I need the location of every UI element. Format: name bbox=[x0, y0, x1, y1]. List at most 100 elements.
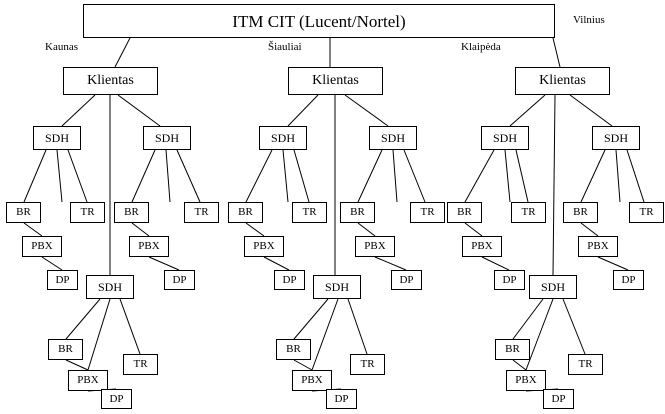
node-sdh-kl2[interactable]: SDH bbox=[592, 126, 640, 150]
edge-33 bbox=[357, 222, 376, 237]
edge-20 bbox=[293, 149, 310, 203]
node-tr-k1[interactable]: TR bbox=[70, 202, 105, 223]
node-tr-k2[interactable]: TR bbox=[184, 202, 219, 223]
node-pbx-s1[interactable]: PBX bbox=[244, 236, 284, 257]
edge-28 bbox=[615, 149, 621, 203]
node-dp-s3[interactable]: DP bbox=[326, 389, 357, 409]
node-dp-k1[interactable]: DP bbox=[47, 270, 78, 290]
node-tr-kl2[interactable]: TR bbox=[629, 202, 664, 223]
edge-23 bbox=[403, 149, 426, 203]
node-root-itm-cit[interactable]: ITM CIT (Lucent/Nortel) bbox=[83, 4, 555, 38]
edge-42 bbox=[65, 298, 101, 340]
edge-46 bbox=[311, 298, 339, 371]
edge-18 bbox=[245, 149, 273, 203]
edge-13 bbox=[56, 149, 63, 203]
edge-45 bbox=[293, 298, 329, 340]
edge-36 bbox=[41, 256, 63, 271]
node-dp-kl2[interactable]: DP bbox=[613, 270, 644, 290]
node-br-k1[interactable]: BR bbox=[6, 202, 41, 223]
edge-38 bbox=[263, 256, 290, 271]
edge-50 bbox=[562, 298, 586, 355]
node-br-kl1[interactable]: BR bbox=[447, 202, 482, 223]
edge-49 bbox=[525, 298, 554, 371]
node-sdh-k1[interactable]: SDH bbox=[33, 126, 81, 150]
node-dp-kl1[interactable]: DP bbox=[494, 270, 525, 290]
node-br-kl2[interactable]: BR bbox=[563, 202, 598, 223]
node-dp-k2[interactable]: DP bbox=[164, 270, 195, 290]
node-pbx-s3[interactable]: PBX bbox=[292, 370, 332, 391]
node-sdh-k2[interactable]: SDH bbox=[143, 126, 191, 150]
node-pbx-s2[interactable]: PBX bbox=[355, 236, 395, 257]
node-br-k3[interactable]: BR bbox=[48, 339, 83, 360]
edge-34 bbox=[464, 222, 483, 237]
node-br-kl3[interactable]: BR bbox=[495, 339, 530, 360]
edge-53 bbox=[293, 359, 313, 371]
city-label-klaipeda: Klaipėda bbox=[461, 41, 501, 53]
edge-29 bbox=[626, 149, 645, 203]
node-pbx-k1[interactable]: PBX bbox=[22, 236, 62, 257]
node-sdh-s3[interactable]: SDH bbox=[313, 275, 361, 299]
edge-2 bbox=[552, 37, 561, 68]
node-sdh-s2[interactable]: SDH bbox=[369, 126, 417, 150]
edge-15 bbox=[131, 149, 156, 203]
edge-37 bbox=[148, 256, 180, 271]
edge-43 bbox=[87, 298, 111, 371]
edge-32 bbox=[245, 222, 265, 237]
node-br-k2[interactable]: BR bbox=[114, 202, 149, 223]
node-tr-s1[interactable]: TR bbox=[292, 202, 327, 223]
node-klientas-klaipeda[interactable]: Klientas bbox=[515, 67, 610, 95]
node-tr-s2[interactable]: TR bbox=[410, 202, 445, 223]
edge-4 bbox=[117, 94, 161, 127]
edge-17 bbox=[176, 149, 201, 203]
edge-6 bbox=[287, 94, 319, 127]
node-sdh-kl3[interactable]: SDH bbox=[529, 275, 577, 299]
edge-22 bbox=[392, 149, 398, 203]
node-pbx-kl1[interactable]: PBX bbox=[462, 236, 502, 257]
city-label-vilnius: Vilnius bbox=[573, 14, 605, 26]
node-sdh-s1[interactable]: SDH bbox=[259, 126, 307, 150]
node-klientas-siauliai[interactable]: Klientas bbox=[288, 67, 383, 95]
edge-3 bbox=[61, 94, 96, 127]
edge-48 bbox=[512, 298, 544, 340]
node-klientas-kaunas[interactable]: Klientas bbox=[63, 67, 158, 95]
node-br-s1[interactable]: BR bbox=[228, 202, 263, 223]
edge-31 bbox=[131, 222, 150, 237]
edge-14 bbox=[67, 149, 88, 203]
edge-44 bbox=[119, 298, 141, 355]
node-br-s2[interactable]: BR bbox=[340, 202, 375, 223]
node-tr-k3[interactable]: TR bbox=[123, 354, 158, 375]
node-tr-kl1[interactable]: TR bbox=[511, 202, 546, 223]
node-pbx-k2[interactable]: PBX bbox=[129, 236, 169, 257]
node-sdh-k3[interactable]: SDH bbox=[86, 275, 134, 299]
edge-39 bbox=[374, 256, 407, 271]
node-pbx-kl3[interactable]: PBX bbox=[506, 370, 546, 391]
edge-19 bbox=[282, 149, 289, 203]
node-tr-kl3[interactable]: TR bbox=[568, 354, 603, 375]
node-br-s3[interactable]: BR bbox=[276, 339, 311, 360]
node-dp-s1[interactable]: DP bbox=[274, 270, 305, 290]
edge-55 bbox=[512, 359, 527, 371]
city-label-siauliai: Šiauliai bbox=[268, 41, 302, 53]
edge-9 bbox=[509, 94, 546, 127]
node-dp-s2[interactable]: DP bbox=[391, 270, 422, 290]
edge-21 bbox=[357, 149, 383, 203]
node-dp-k3[interactable]: DP bbox=[101, 389, 132, 409]
edge-41 bbox=[597, 256, 629, 271]
edge-26 bbox=[515, 149, 529, 203]
edge-7 bbox=[344, 94, 389, 127]
node-tr-s3[interactable]: TR bbox=[350, 354, 385, 375]
node-pbx-k3[interactable]: PBX bbox=[68, 370, 108, 391]
edge-10 bbox=[569, 94, 613, 127]
edge-12 bbox=[23, 149, 47, 203]
edge-30 bbox=[23, 222, 43, 237]
edge-40 bbox=[481, 256, 510, 271]
node-dp-kl3[interactable]: DP bbox=[543, 389, 574, 409]
edge-27 bbox=[580, 149, 606, 203]
edge-25 bbox=[504, 149, 511, 203]
edge-51 bbox=[65, 359, 89, 371]
node-sdh-kl1[interactable]: SDH bbox=[481, 126, 529, 150]
node-pbx-kl2[interactable]: PBX bbox=[578, 236, 618, 257]
edge-24 bbox=[464, 149, 495, 203]
